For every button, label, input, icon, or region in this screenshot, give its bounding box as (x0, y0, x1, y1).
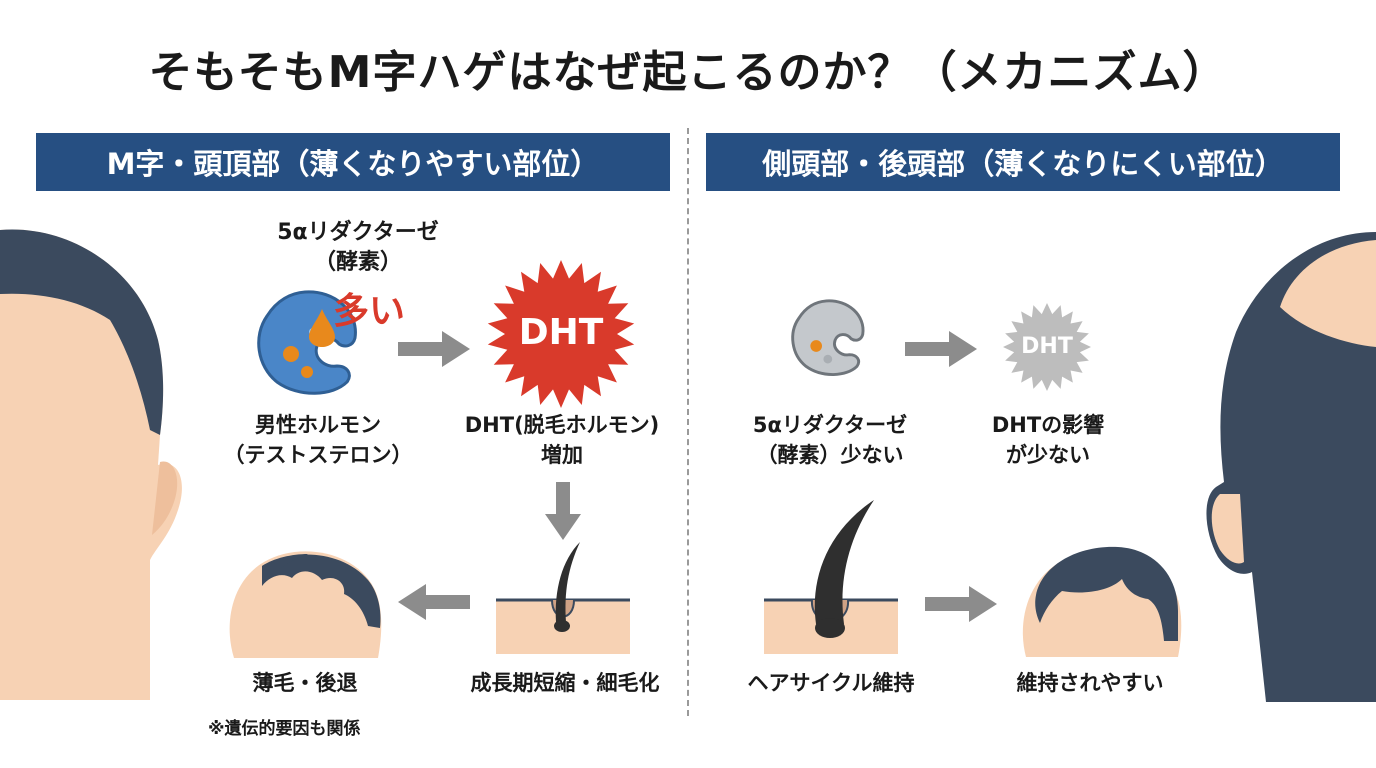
dht-effect-label: DHTの影響 が少ない (991, 413, 1105, 467)
amount-more-label: 多い (333, 291, 406, 332)
left-head-illustration (0, 229, 182, 700)
dht-small-burst-label: DHT (1021, 334, 1073, 359)
dht-increase-label: DHT(脱毛ホルモン) 増加 (464, 413, 660, 467)
right-panel-header: 側頭部・後頭部（薄くなりにくい部位） (706, 133, 1340, 191)
full-hair-head-icon (1022, 546, 1182, 657)
dht-burst-label: DHT (518, 312, 604, 353)
enzyme-icon (257, 290, 357, 395)
arrow-right-icon (398, 331, 470, 367)
arrow-down-icon (545, 482, 581, 540)
dht-small-burst-icon (1003, 303, 1091, 391)
left-panel-header: M字・頭頂部（薄くなりやすい部位） (36, 133, 670, 191)
enzyme-less-label: 5αリダクターゼ （酵素）少ない (752, 413, 908, 467)
arrow-right-icon-3 (925, 586, 997, 622)
dht-burst-icon (487, 260, 635, 408)
arrow-left-icon (398, 584, 470, 620)
enzyme-small-icon (791, 299, 865, 376)
thinning-head-icon (229, 551, 382, 658)
arrow-right-icon-2 (905, 331, 977, 367)
growth-shortening-label: 成長期短縮・細毛化 (470, 671, 660, 695)
testosterone-label: 男性ホルモン （テストステロン） (223, 413, 413, 467)
panel-divider (687, 128, 689, 716)
page-title: そもそもM字ハゲはなぜ起こるのか？（メカニズム） (148, 47, 1228, 98)
thinning-label: 薄毛・後退 (252, 671, 358, 695)
maintained-label: 維持されやすい (1016, 671, 1164, 695)
right-head-illustration (1206, 232, 1376, 702)
droplet-icon (309, 309, 335, 347)
enzyme-label: 5αリダクターゼ （酵素） (277, 220, 439, 275)
thin-hair-follicle-icon (496, 542, 630, 654)
genetic-note: ※遺伝的要因も関係 (208, 719, 361, 739)
hair-cycle-label: ヘアサイクル維持 (747, 671, 915, 695)
thick-hair-follicle-icon (764, 500, 898, 654)
